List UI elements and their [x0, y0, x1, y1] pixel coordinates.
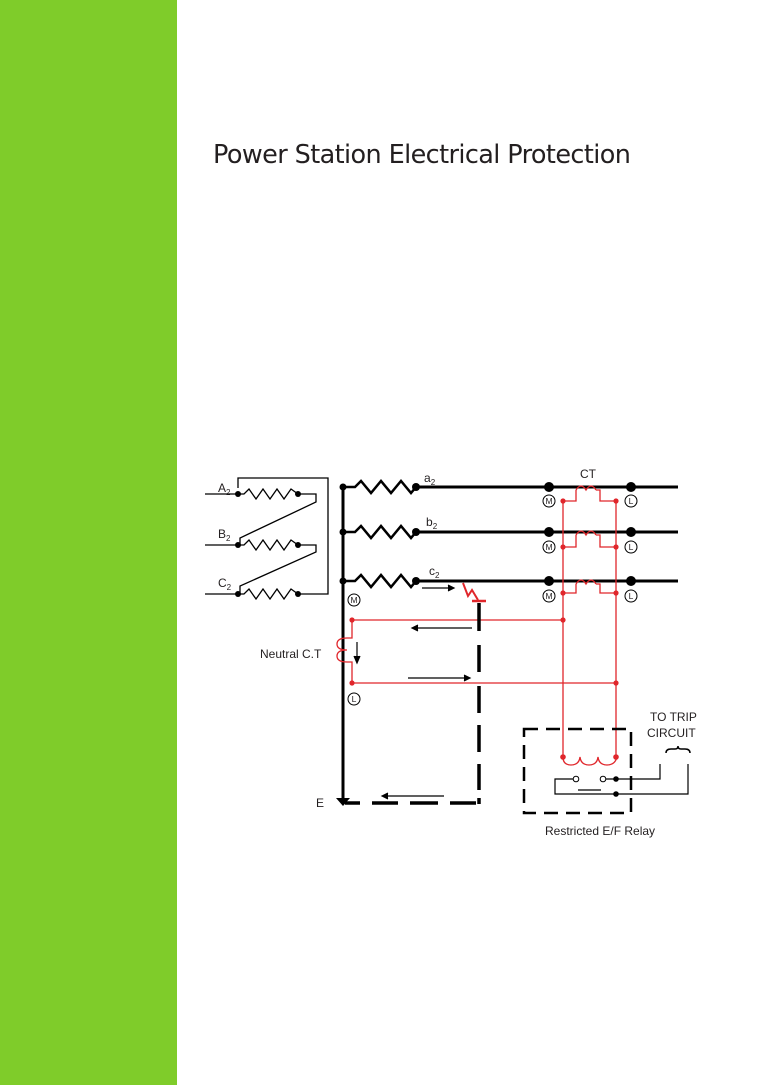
marker-l-a: L	[629, 496, 634, 506]
ct-label: CT	[580, 467, 597, 481]
page-title: Power Station Electrical Protection	[213, 140, 631, 170]
ct-secondary-wiring	[336, 485, 618, 766]
label-b2: b2	[426, 515, 438, 531]
label-A2: A2	[218, 481, 231, 497]
label-C2: C2	[218, 576, 232, 592]
marker-m-c: M	[545, 591, 552, 601]
label-a2: a2	[424, 471, 436, 487]
marker-m-b: M	[545, 542, 552, 552]
fault-lightning-icon	[462, 582, 486, 603]
relay-label: Restricted E/F Relay	[545, 824, 655, 838]
current-arrows	[353, 584, 472, 800]
relay-contact-terminals	[572, 775, 619, 797]
ct-polarity-markers	[347, 494, 638, 706]
ct-polarity-marker-labels: M L M L M L M L	[350, 496, 633, 704]
trip-brace-icon	[665, 745, 691, 754]
secondary-labels: a2 b2 c2	[424, 471, 440, 580]
label-c2: c2	[429, 564, 440, 580]
neutral-ct-label: Neutral C.T	[260, 647, 322, 661]
primary-delta-winding	[205, 477, 329, 601]
label-B2: B2	[218, 527, 231, 543]
ct-wiring-junction-dots	[349, 498, 619, 760]
primary-labels: A2 B2 C2	[218, 481, 232, 592]
marker-l-b: L	[629, 542, 634, 552]
marker-l-neutral: L	[352, 694, 357, 704]
primary-winding-dots	[235, 491, 301, 597]
relay-contacts	[554, 764, 689, 795]
relay-dashed-box	[522, 727, 633, 815]
green-sidebar-band	[0, 0, 177, 1085]
earth-ground-icon	[336, 798, 350, 806]
fault-return-path	[345, 603, 481, 805]
marker-l-c: L	[629, 591, 634, 601]
secondary-winding-dots	[339, 482, 636, 586]
marker-m-neutral: M	[350, 595, 357, 605]
trip-label-line1: TO TRIP	[650, 710, 697, 724]
marker-m-a: M	[545, 496, 552, 506]
trip-label-line2: CIRCUIT	[647, 726, 696, 740]
earth-label: E	[316, 796, 324, 810]
